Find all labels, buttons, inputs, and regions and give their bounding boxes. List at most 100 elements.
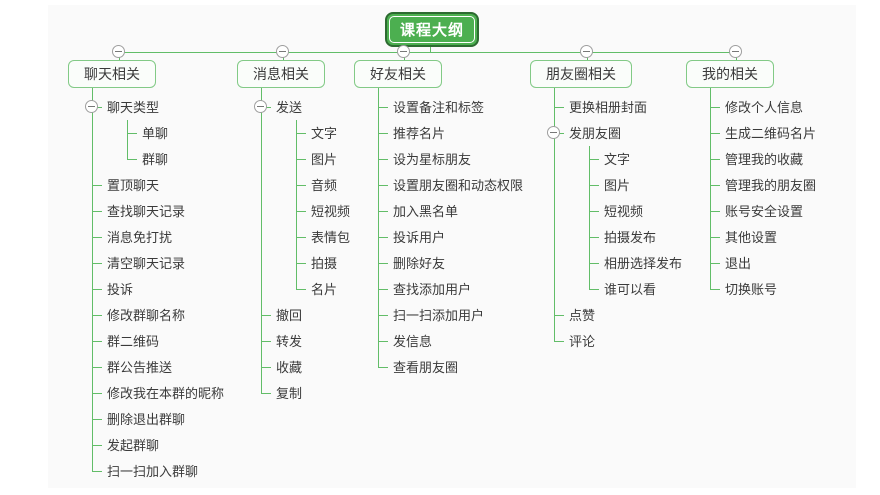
topic-node[interactable]: 账号安全设置 <box>710 198 816 224</box>
topic-node[interactable]: 删除退出群聊 <box>92 406 224 432</box>
topic-label: 群公告推送 <box>107 359 173 375</box>
topic-node[interactable]: 修改群聊名称 <box>92 302 224 328</box>
topic-node[interactable]: 管理我的收藏 <box>710 146 816 172</box>
branch-column: 好友相关设置备注和标签推荐名片设为星标朋友设置朋友圈和动态权限加入黑名单投诉用户… <box>354 60 523 380</box>
topic-item: 修改群聊名称 <box>92 302 224 328</box>
topic-node[interactable]: 设置朋友圈和动态权限 <box>378 172 523 198</box>
topic-node[interactable]: 查找聊天记录 <box>92 198 224 224</box>
topic-label: 删除好友 <box>393 255 446 271</box>
topic-node[interactable]: 撤回 <box>261 302 350 328</box>
topic-node[interactable]: 发起群聊 <box>92 432 224 458</box>
subtopic-item: 拍摄发布 <box>589 224 682 250</box>
topic-node[interactable]: 转发 <box>261 328 350 354</box>
topic-node[interactable]: 投诉 <box>92 276 224 302</box>
collapse-minus-circle-icon[interactable] <box>580 45 593 58</box>
topic-node[interactable]: 修改我在本群的昵称 <box>92 380 224 406</box>
topic-item: 发朋友圈文字图片短视频拍摄发布相册选择发布谁可以看 <box>547 120 682 302</box>
topic-node[interactable]: 删除好友 <box>378 250 523 276</box>
subtopic-node[interactable]: 短视频 <box>589 198 682 224</box>
branch-node-label: 我的相关 <box>702 66 758 82</box>
topic-label: 切换账号 <box>725 281 778 297</box>
topic-node[interactable]: 查找添加用户 <box>378 276 523 302</box>
topic-node[interactable]: 查看朋友圈 <box>378 354 523 380</box>
subtopic-node[interactable]: 单聊 <box>127 120 224 146</box>
subtopic-node[interactable]: 表情包 <box>296 224 350 250</box>
topic-item: 退出 <box>710 250 816 276</box>
subtopic-item: 单聊 <box>127 120 224 146</box>
subtopic-node[interactable]: 名片 <box>296 276 350 302</box>
topic-node[interactable]: 加入黑名单 <box>378 198 523 224</box>
subtopic-node[interactable]: 图片 <box>589 172 682 198</box>
topic-item: 修改我在本群的昵称 <box>92 380 224 406</box>
subtopic-node[interactable]: 文字 <box>589 146 682 172</box>
branch-column: 我的相关修改个人信息生成二维码名片管理我的收藏管理我的朋友圈账号安全设置其他设置… <box>686 60 816 302</box>
topic-node[interactable]: 点赞 <box>554 302 682 328</box>
topic-node[interactable]: 发朋友圈 <box>547 120 682 146</box>
subtopic-node[interactable]: 相册选择发布 <box>589 250 682 276</box>
subtopic-node[interactable]: 短视频 <box>296 198 350 224</box>
branch-node[interactable]: 好友相关 <box>354 60 442 88</box>
collapse-minus-circle-icon[interactable] <box>112 45 125 58</box>
topic-label: 扫一扫添加用户 <box>393 307 485 323</box>
subtopic-node[interactable]: 音频 <box>296 172 350 198</box>
topic-label: 图片 <box>604 177 631 193</box>
topic-node[interactable]: 更换相册封面 <box>554 94 682 120</box>
collapse-minus-circle-icon[interactable] <box>729 45 742 58</box>
topic-node[interactable]: 扫一扫添加用户 <box>378 302 523 328</box>
topic-item: 删除退出群聊 <box>92 406 224 432</box>
subtopic-node[interactable]: 文字 <box>296 120 350 146</box>
subtopic-node[interactable]: 拍摄发布 <box>589 224 682 250</box>
topic-item: 聊天类型单聊群聊 <box>85 94 224 172</box>
subtopic-node[interactable]: 谁可以看 <box>589 276 682 302</box>
topic-node[interactable]: 发送 <box>254 94 350 120</box>
subtopic-node[interactable]: 图片 <box>296 146 350 172</box>
topic-item: 投诉用户 <box>378 224 523 250</box>
topic-label: 消息免打扰 <box>107 229 173 245</box>
topic-node[interactable]: 置顶聊天 <box>92 172 224 198</box>
subtopic-node[interactable]: 群聊 <box>127 146 224 172</box>
topic-node[interactable]: 设为星标朋友 <box>378 146 523 172</box>
branch-node[interactable]: 我的相关 <box>686 60 774 88</box>
branch-node[interactable]: 消息相关 <box>237 60 325 88</box>
topic-item: 切换账号 <box>710 276 816 302</box>
topic-node[interactable]: 其他设置 <box>710 224 816 250</box>
topic-node[interactable]: 管理我的朋友圈 <box>710 172 816 198</box>
topic-node[interactable]: 生成二维码名片 <box>710 120 816 146</box>
topic-label: 发起群聊 <box>107 437 160 453</box>
topic-label: 设置朋友圈和动态权限 <box>393 177 524 193</box>
topic-label: 设为星标朋友 <box>393 151 472 167</box>
collapse-minus-circle-icon[interactable] <box>254 100 267 113</box>
topic-item: 设置备注和标签 <box>378 94 523 120</box>
collapse-minus-circle-icon[interactable] <box>276 45 289 58</box>
root-node[interactable]: 课程大纲 <box>385 12 480 47</box>
collapse-minus-circle-icon[interactable] <box>85 100 98 113</box>
collapse-minus-circle-icon[interactable] <box>547 126 560 139</box>
topic-node[interactable]: 修改个人信息 <box>710 94 816 120</box>
topic-node[interactable]: 扫一扫加入群聊 <box>92 458 224 484</box>
topic-node[interactable]: 聊天类型 <box>85 94 224 120</box>
subtopic-item: 名片 <box>296 276 350 302</box>
topic-label: 短视频 <box>604 203 644 219</box>
topic-item: 修改个人信息 <box>710 94 816 120</box>
trunk-line <box>119 52 737 53</box>
subtopic-node[interactable]: 拍摄 <box>296 250 350 276</box>
topic-node[interactable]: 推荐名片 <box>378 120 523 146</box>
topic-node[interactable]: 退出 <box>710 250 816 276</box>
topic-node[interactable]: 投诉用户 <box>378 224 523 250</box>
topic-node[interactable]: 设置备注和标签 <box>378 94 523 120</box>
topic-node[interactable]: 收藏 <box>261 354 350 380</box>
topic-node[interactable]: 切换账号 <box>710 276 816 302</box>
branch-node[interactable]: 聊天相关 <box>68 60 156 88</box>
topic-item: 推荐名片 <box>378 120 523 146</box>
branch-node-label: 消息相关 <box>253 66 309 82</box>
topic-node[interactable]: 发信息 <box>378 328 523 354</box>
collapse-minus-circle-icon[interactable] <box>397 45 410 58</box>
branch-node[interactable]: 朋友圈相关 <box>530 60 632 88</box>
topic-node[interactable]: 群二维码 <box>92 328 224 354</box>
topic-node[interactable]: 评论 <box>554 328 682 354</box>
topic-node[interactable]: 清空聊天记录 <box>92 250 224 276</box>
topic-node[interactable]: 群公告推送 <box>92 354 224 380</box>
topic-node[interactable]: 消息免打扰 <box>92 224 224 250</box>
topic-node[interactable]: 复制 <box>261 380 350 406</box>
